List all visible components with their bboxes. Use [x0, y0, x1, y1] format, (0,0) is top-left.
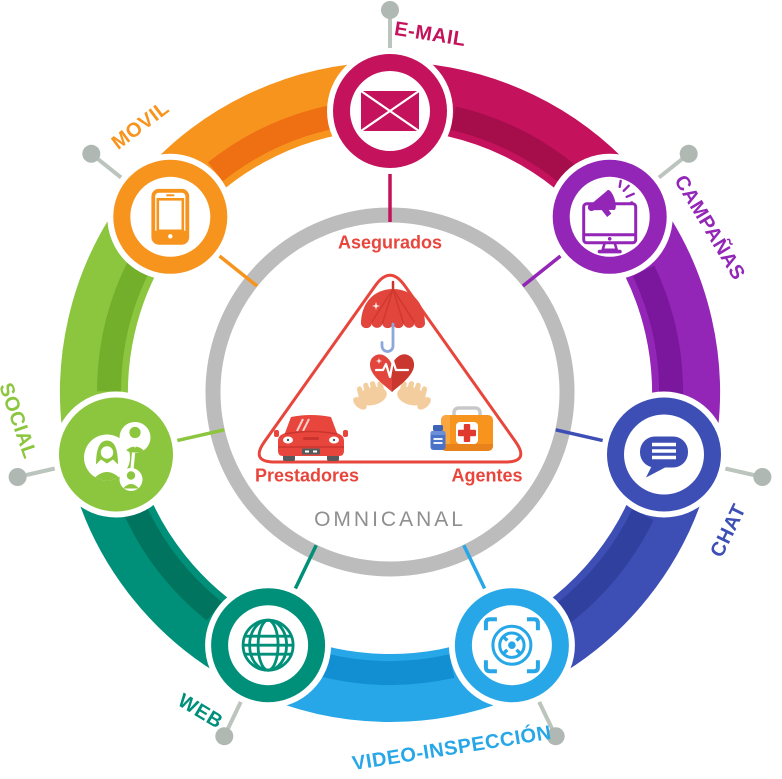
- ring-stripe-web: [122, 500, 222, 621]
- label-agentes: Agentes: [451, 465, 523, 486]
- campaign-monitor-icon: [582, 179, 638, 254]
- person-man-icon: [124, 426, 146, 453]
- person-woman-icon: [92, 440, 122, 481]
- leader-dot-chat: [753, 468, 772, 486]
- chat-bubble-icon: [640, 436, 688, 478]
- node-social: [53, 391, 179, 518]
- umbrella-icon: [361, 280, 425, 353]
- node-inner: [130, 176, 211, 257]
- people-network-icon: [84, 422, 151, 491]
- megaphone-icon: [587, 189, 616, 218]
- medicine-bottle-icon: [430, 425, 446, 450]
- node-video: [448, 582, 575, 709]
- node-campanas: [546, 153, 673, 280]
- leader-dot-social: [8, 468, 27, 486]
- hands: [353, 380, 431, 410]
- node-web: [205, 582, 332, 709]
- label-omnicanal: OMNICANAL: [314, 508, 466, 531]
- ring-stripes: [97, 104, 684, 685]
- ring-stripe-video: [315, 652, 455, 685]
- red-cross: [458, 424, 476, 442]
- ring-stripe-social: [97, 256, 152, 392]
- node-inner: [569, 176, 650, 257]
- label-asegurados: Asegurados: [337, 232, 443, 253]
- camera-target-icon: [483, 617, 540, 674]
- node-email: [327, 48, 453, 174]
- leader-dot-movil: [82, 144, 101, 163]
- leader-dot-campanas: [679, 144, 698, 163]
- leader-dot-video: [546, 727, 565, 746]
- heart: [370, 354, 414, 392]
- ring-stripe-chat: [550, 509, 654, 627]
- ring-stripe-campanas: [632, 265, 684, 402]
- heart-in-hands-icon: [353, 354, 431, 410]
- node-chat: [601, 391, 727, 518]
- ring-stripe-email: [450, 106, 580, 188]
- relationship-triangle: [257, 273, 523, 464]
- person-small-icon: [123, 471, 139, 489]
- node-movil: [107, 153, 234, 280]
- car-icon: [274, 415, 348, 461]
- leader-dot-web: [215, 727, 234, 746]
- ring-stripe-movil: [207, 104, 339, 182]
- envelope-icon: [360, 90, 420, 132]
- first-aid-kit-icon: [430, 406, 493, 451]
- smartphone-icon: [151, 188, 190, 245]
- leader-dots: [8, 1, 772, 746]
- leader-dot-email: [381, 1, 399, 19]
- label-prestadores: Prestadores: [254, 465, 360, 486]
- globe-icon: [241, 618, 295, 672]
